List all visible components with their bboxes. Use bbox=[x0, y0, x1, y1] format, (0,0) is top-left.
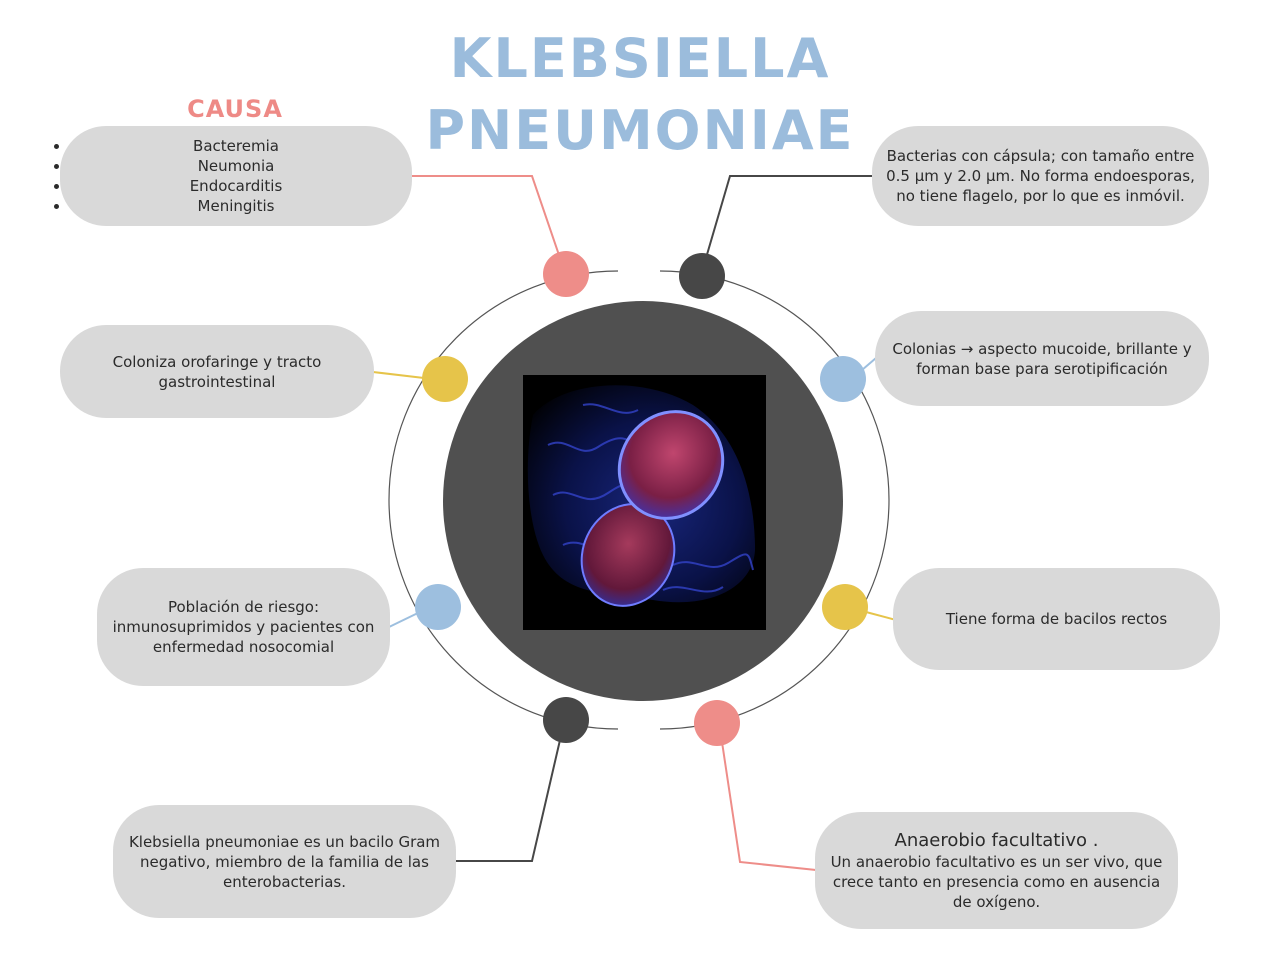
yellow-dot-left bbox=[422, 356, 468, 402]
title-line-2: PNEUMONIAE bbox=[425, 99, 855, 162]
causa-list: Bacteremia Neumonia Endocarditis Meningi… bbox=[70, 136, 402, 216]
dark-dot-top-right bbox=[679, 253, 725, 299]
outer-ring-right bbox=[659, 270, 890, 730]
capsula-text: Bacterias con cápsula; con tamaño entre … bbox=[886, 147, 1195, 205]
connector-poblacion bbox=[388, 611, 421, 628]
blue-dot-left bbox=[415, 584, 461, 630]
causa-item: Meningitis bbox=[70, 196, 402, 216]
poblacion-text: Población de riesgo: inmunosuprimidos y … bbox=[112, 598, 375, 656]
connector-forma bbox=[865, 611, 897, 621]
causa-item: Endocarditis bbox=[70, 176, 402, 196]
coloniza-text: Coloniza orofaringe y tracto gastrointes… bbox=[112, 352, 322, 391]
capsula-box: Bacterias con cápsula; con tamaño entre … bbox=[872, 126, 1209, 226]
anaerobio-box: Anaerobio facultativo . Un anaerobio fac… bbox=[815, 812, 1178, 929]
connector-causa bbox=[412, 175, 561, 259]
bacteria-illustration bbox=[523, 375, 766, 630]
blue-dot-right bbox=[820, 356, 866, 402]
causa-item: Bacteremia bbox=[70, 136, 402, 156]
causa-item: Neumonia bbox=[70, 156, 402, 176]
connector-gram bbox=[455, 739, 561, 862]
connector-colonias bbox=[861, 357, 877, 371]
gram-box: Klebsiella pneumoniae es un bacilo Gram … bbox=[113, 805, 456, 918]
dark-dot-bottom-left bbox=[543, 697, 589, 743]
colonias-box: Colonias → aspecto mucoide, brillante y … bbox=[875, 311, 1209, 406]
yellow-dot-right bbox=[822, 584, 868, 630]
coloniza-box: Coloniza orofaringe y tracto gastrointes… bbox=[60, 325, 374, 418]
causa-box: Bacteremia Neumonia Endocarditis Meningi… bbox=[60, 126, 412, 226]
bacteria-image bbox=[523, 375, 766, 630]
red-dot-top-left bbox=[543, 251, 589, 297]
red-dot-bottom-right bbox=[694, 700, 740, 746]
connector-capsula bbox=[705, 175, 873, 259]
forma-box: Tiene forma de bacilos rectos bbox=[893, 568, 1220, 670]
anaerobio-title: Anaerobio facultativo . bbox=[894, 829, 1099, 851]
anaerobio-text: Un anaerobio facultativo es un ser vivo,… bbox=[830, 852, 1163, 911]
connector-coloniza bbox=[372, 371, 425, 379]
outer-ring-left bbox=[388, 270, 619, 730]
poblacion-box: Población de riesgo: inmunosuprimidos y … bbox=[97, 568, 390, 686]
forma-text: Tiene forma de bacilos rectos bbox=[945, 610, 1168, 628]
colonias-text: Colonias → aspecto mucoide, brillante y … bbox=[892, 339, 1192, 378]
gram-text: Klebsiella pneumoniae es un bacilo Gram … bbox=[128, 832, 441, 891]
title-line-1: KLEBSIELLA bbox=[449, 27, 831, 90]
connector-anaerobio bbox=[721, 741, 817, 871]
causa-heading: CAUSA bbox=[187, 95, 283, 123]
